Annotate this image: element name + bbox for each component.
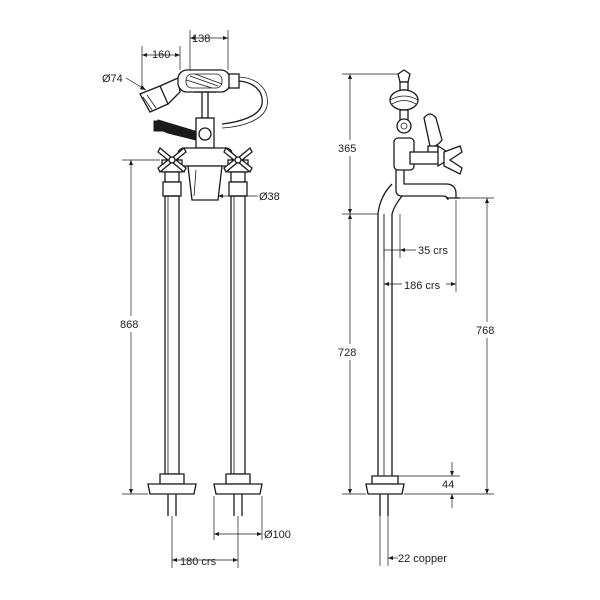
dim-label-180crs: 180 crs [180,556,217,568]
dimension-186crs: 186 crs [384,200,457,292]
right-standpipe [213,181,263,516]
side-spout [395,170,460,201]
dim-label-728: 728 [338,347,356,359]
dimension-868: 868 [118,159,160,495]
dimension-160: 160 [141,46,181,90]
dimension-138: 138 [189,30,229,70]
dimension-728: 728 [336,214,366,495]
diverter-lever [153,119,199,141]
front-view: 138 160 Ø74 Ø38 [102,30,291,568]
dimension-44: 44 [398,462,460,508]
dim-label-44: 44 [442,479,454,491]
dim-label-186crs: 186 crs [404,280,441,292]
dim-label-768: 768 [476,325,494,337]
side-handset [389,69,419,134]
dimension-35crs: 35 crs [383,214,448,258]
dimension-dia38: Ø38 [218,191,280,203]
dim-label-dia74: Ø74 [102,73,123,85]
dim-label-35crs: 35 crs [418,245,448,257]
dim-label-868: 868 [120,319,138,331]
dimension-180crs: 180 crs [171,516,239,568]
dimension-768: 768 [404,197,502,495]
dim-label-dia38: Ø38 [259,191,280,203]
side-column [365,183,405,516]
left-crosshead-tap [157,146,187,183]
dimension-365: 365 [336,73,398,215]
side-view: 365 728 768 35 crs [336,69,502,566]
dimension-dia74: Ø74 [102,73,147,91]
dim-label-138: 138 [192,33,210,45]
dim-label-dia100: Ø100 [264,529,291,541]
left-standpipe [147,181,197,516]
dim-label-365: 365 [338,143,356,155]
valve-body [177,117,233,201]
dimension-22copper: 22 copper [379,516,447,566]
right-crosshead-tap [223,146,253,183]
dim-label-22copper: 22 copper [398,553,447,565]
side-valve-body [393,137,463,175]
dimension-dia100: Ø100 [213,496,291,541]
shower-handset [139,69,268,129]
dim-label-160: 160 [152,49,170,61]
